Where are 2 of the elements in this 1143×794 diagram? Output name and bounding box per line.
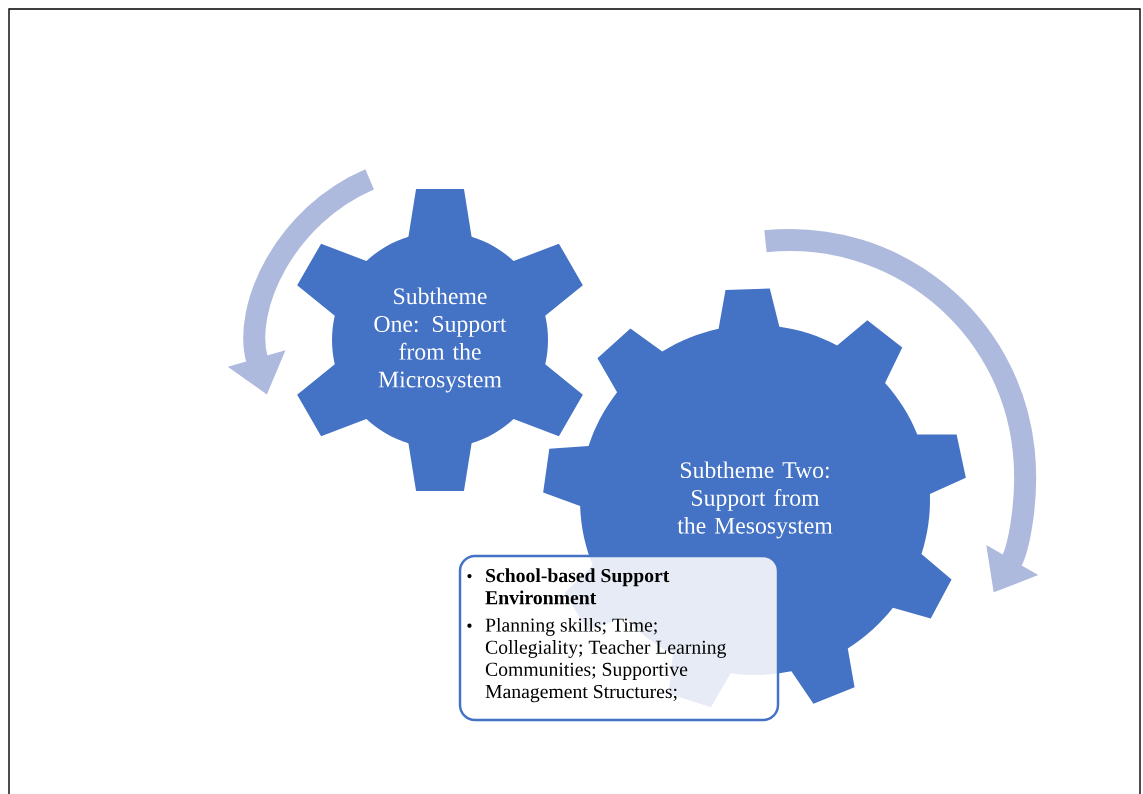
gear: Subtheme One: Support from the Microsystem	[297, 188, 583, 492]
text-box: School-based Support Environment Planning skills; Time; Collegiality; Teacher Learning Communities; Supportive Management Structures;	[458, 554, 780, 722]
